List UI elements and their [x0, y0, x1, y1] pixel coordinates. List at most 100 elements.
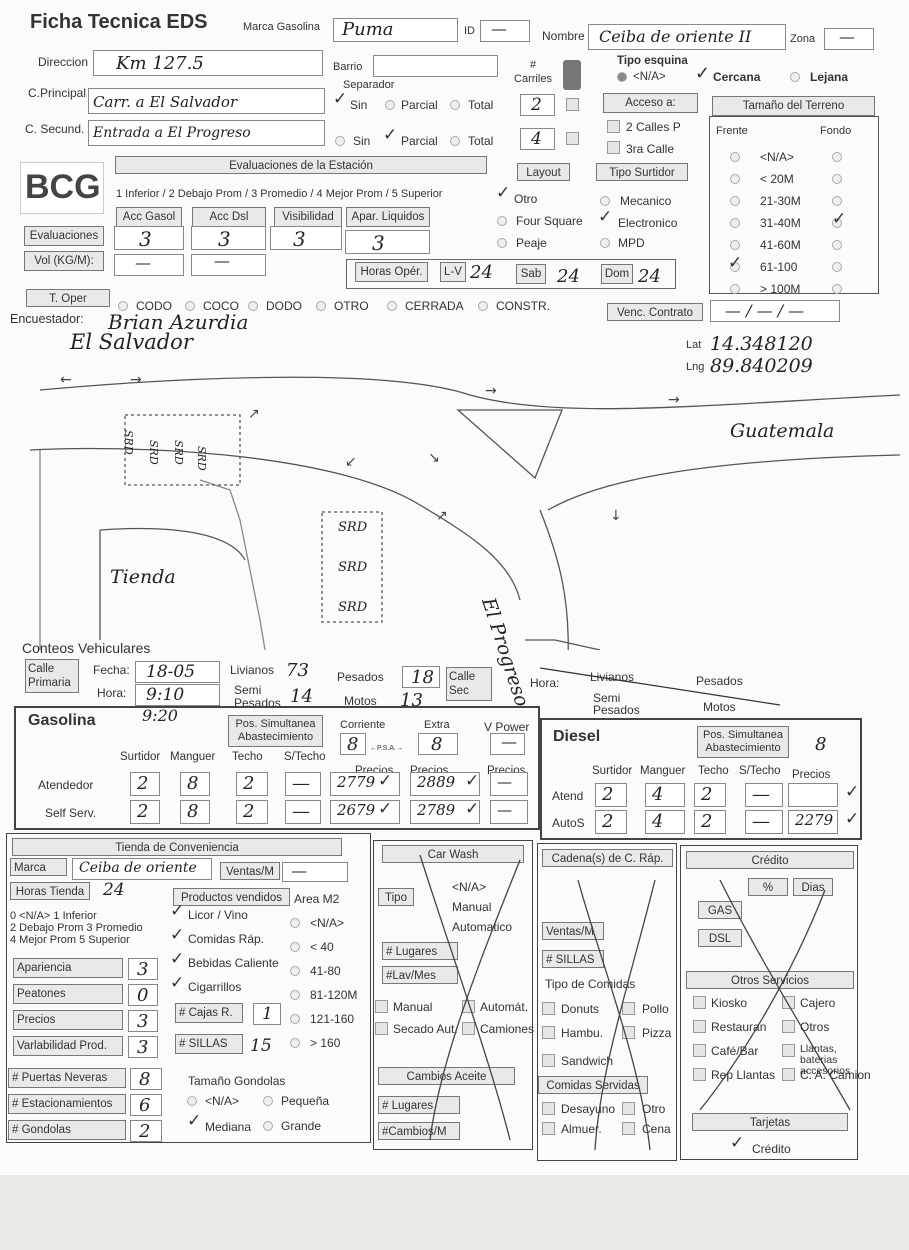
tienda-count-field[interactable]: 6: [130, 1094, 162, 1116]
sandwich-checkbox[interactable]: [542, 1054, 555, 1067]
fondo-radio[interactable]: [832, 240, 842, 250]
oper-radio[interactable]: [478, 301, 488, 311]
frente-radio[interactable]: [730, 240, 740, 250]
fondo-radio[interactable]: [832, 284, 842, 294]
carriles1-field[interactable]: 2: [520, 94, 555, 116]
marca-field[interactable]: Puma: [333, 18, 458, 42]
dsl-cell[interactable]: [788, 783, 838, 807]
frente-radio[interactable]: [730, 262, 740, 272]
tienda-count-field[interactable]: 2: [130, 1120, 162, 1142]
gas-cell[interactable]: 2: [236, 772, 268, 796]
fecha-field[interactable]: 18-05: [135, 661, 220, 683]
gas-cell[interactable]: 8: [180, 772, 210, 796]
zona-field[interactable]: —: [824, 27, 874, 50]
oper-radio[interactable]: [118, 301, 128, 311]
surtidor-mpd-radio[interactable]: [600, 238, 610, 248]
area-radio[interactable]: [290, 1038, 300, 1048]
eval-visibilidad[interactable]: 3: [270, 226, 342, 251]
oper-radio[interactable]: [387, 301, 397, 311]
sep-total-radio[interactable]: [450, 100, 460, 110]
gas-cell[interactable]: —: [285, 800, 321, 824]
area-radio[interactable]: [290, 942, 300, 952]
vpower-field[interactable]: —: [490, 732, 525, 755]
carriles2-field[interactable]: 4: [520, 128, 555, 150]
id-field[interactable]: —: [480, 19, 530, 42]
oper-radio[interactable]: [248, 301, 258, 311]
carwash-manual-checkbox[interactable]: [375, 1000, 388, 1013]
tienda-attr-field[interactable]: 3: [128, 1036, 158, 1058]
acceso-2calles-checkbox[interactable]: [607, 120, 620, 133]
dsl-cell[interactable]: 2279: [788, 810, 838, 834]
venc-contrato-field[interactable]: — / — / —: [710, 300, 840, 322]
dsl-cell[interactable]: 4: [645, 810, 685, 834]
frente-radio[interactable]: [730, 152, 740, 162]
desayuno-checkbox[interactable]: [542, 1102, 555, 1115]
sep2-total-radio[interactable]: [450, 136, 460, 146]
gas-cell[interactable]: 8: [180, 800, 210, 824]
layout-peaje-radio[interactable]: [497, 238, 507, 248]
cajas-field[interactable]: 1: [253, 1003, 281, 1025]
dsl-cell[interactable]: 2: [595, 810, 627, 834]
gas-cell[interactable]: 2889: [410, 772, 480, 796]
area-radio[interactable]: [290, 966, 300, 976]
dsl-cell[interactable]: 2: [694, 783, 726, 807]
gondola-grande-radio[interactable]: [263, 1121, 273, 1131]
esquina-na-radio[interactable]: [617, 72, 627, 82]
dsl-cell[interactable]: —: [745, 783, 783, 807]
tienda-attr-field[interactable]: 0: [128, 984, 158, 1006]
extra-field[interactable]: 8: [418, 733, 458, 755]
dsl-cell[interactable]: —: [745, 810, 783, 834]
eval-acc-gasol[interactable]: 3: [114, 226, 184, 251]
tienda-attr-field[interactable]: 3: [128, 958, 158, 980]
servicio-checkbox[interactable]: [693, 996, 706, 1009]
tienda-attr-field[interactable]: 3: [128, 1010, 158, 1032]
sep-parcial-radio[interactable]: [385, 100, 395, 110]
gondola-pequena-radio[interactable]: [263, 1096, 273, 1106]
gas-cell[interactable]: —: [490, 800, 528, 824]
csecund-field[interactable]: Entrada a El Progreso: [88, 120, 325, 146]
gas-cell[interactable]: 2679: [330, 800, 400, 824]
tienda-marca-field[interactable]: Ceiba de oriente: [72, 858, 212, 880]
surtidor-mecanico-radio[interactable]: [600, 196, 610, 206]
corriente-field[interactable]: 8: [340, 733, 366, 755]
acceso-3ra-checkbox[interactable]: [607, 141, 620, 154]
dsl-cell[interactable]: 4: [645, 783, 685, 807]
donuts-checkbox[interactable]: [542, 1002, 555, 1015]
gas-cell[interactable]: —: [490, 772, 528, 796]
gas-cell[interactable]: 2: [130, 800, 160, 824]
servicio-checkbox[interactable]: [782, 1044, 795, 1057]
tienda-ventas-field[interactable]: —: [282, 861, 348, 882]
cena-checkbox[interactable]: [622, 1122, 635, 1135]
eval-acc-dsl[interactable]: 3: [191, 226, 266, 251]
frente-radio[interactable]: [730, 174, 740, 184]
sep2-sin-radio[interactable]: [335, 136, 345, 146]
fondo-radio[interactable]: [832, 152, 842, 162]
acceso-button[interactable]: Acceso a:: [603, 93, 698, 113]
gas-cell[interactable]: 2789: [410, 800, 480, 824]
carwash-secado-checkbox[interactable]: [375, 1022, 388, 1035]
carriles2-checkbox[interactable]: [566, 132, 579, 145]
fondo-radio[interactable]: [832, 262, 842, 272]
dsl-cell[interactable]: 2: [595, 783, 627, 807]
fondo-radio[interactable]: [832, 218, 842, 228]
dsl-cell[interactable]: 2: [694, 810, 726, 834]
pollo-checkbox[interactable]: [622, 1002, 635, 1015]
frente-radio[interactable]: [730, 284, 740, 294]
carwash-camiones-checkbox[interactable]: [462, 1022, 475, 1035]
vol-field-1[interactable]: —: [114, 253, 184, 276]
nombre-field[interactable]: Ceiba de oriente II: [588, 24, 786, 50]
vol-field-2[interactable]: —: [191, 251, 266, 276]
oper-radio[interactable]: [316, 301, 326, 311]
oper-radio[interactable]: [185, 301, 195, 311]
servicio-checkbox[interactable]: [693, 1044, 706, 1057]
tienda-count-field[interactable]: 8: [130, 1068, 162, 1090]
hora-field[interactable]: 9:10: [135, 684, 220, 706]
barrio-field[interactable]: [373, 55, 498, 77]
direccion-field[interactable]: Km 127.5: [93, 50, 323, 76]
area-radio[interactable]: [290, 990, 300, 1000]
cprincipal-field[interactable]: Carr. a El Salvador: [88, 88, 325, 114]
gas-cell[interactable]: —: [285, 772, 321, 796]
otro-checkbox[interactable]: [622, 1102, 635, 1115]
frente-radio[interactable]: [730, 196, 740, 206]
servicio-checkbox[interactable]: [693, 1068, 706, 1081]
